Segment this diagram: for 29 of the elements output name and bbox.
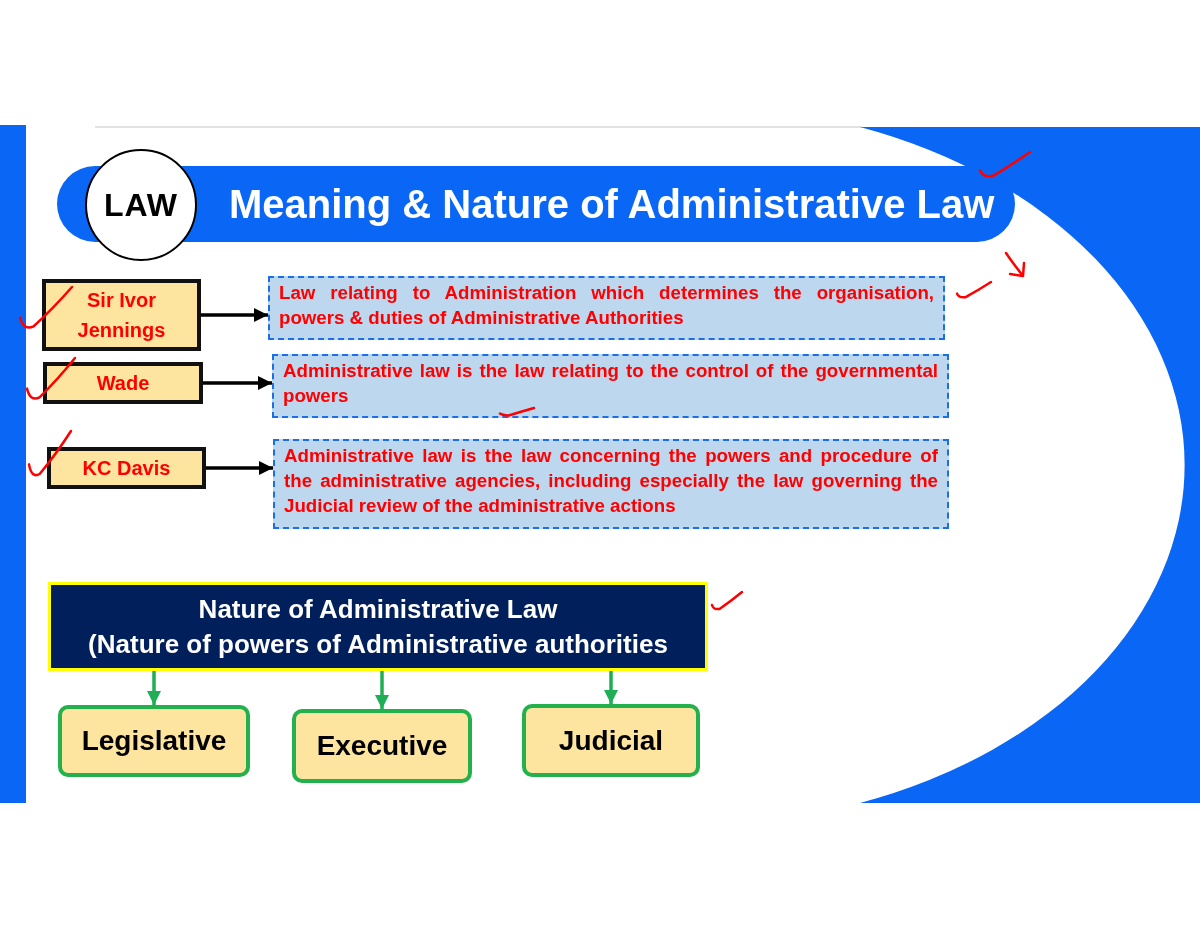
- subheading-text: (Nature of powers of Administrative authorities: [88, 627, 668, 661]
- arrow: [201, 308, 268, 322]
- category-box: [292, 709, 472, 783]
- arrow: [147, 671, 161, 705]
- category-label: Legislative: [81, 725, 227, 757]
- definition-box: [273, 439, 949, 529]
- definition-box: [268, 276, 945, 340]
- author-name: Wade: [96, 371, 150, 396]
- category-label: Judicial: [558, 724, 664, 757]
- definition-text: Law relating to Administration which determines the organisation, powers & duties of Administrative Authorities: [279, 281, 934, 330]
- definition-text: Administrative law is the law relating to the control of the governmental powers: [283, 359, 938, 408]
- definition-box: [272, 354, 949, 418]
- author-box: [42, 279, 201, 351]
- title: Meaning & Nature of Administrative Law: [229, 181, 995, 228]
- category-box: [522, 704, 700, 777]
- category-label: Executive: [316, 730, 448, 762]
- arrow: [206, 461, 273, 475]
- arrow: [375, 671, 389, 709]
- topic-label: LAW: [103, 186, 179, 224]
- author-name: KC Davis: [82, 456, 171, 481]
- author-box: [43, 362, 203, 404]
- arrow: [604, 671, 618, 704]
- heading-box: [48, 582, 708, 671]
- category-box: [58, 705, 250, 777]
- author-name: Sir Ivor Jennings: [76, 288, 167, 343]
- heading-text: Nature of Administrative Law: [198, 592, 558, 626]
- author-box: [47, 447, 206, 489]
- arrow: [203, 376, 272, 390]
- definition-text: Administrative law is the law concerning the powers and procedure of the administrative agencies, including especially the law governing the Judicial review of the administrative actions: [284, 444, 938, 518]
